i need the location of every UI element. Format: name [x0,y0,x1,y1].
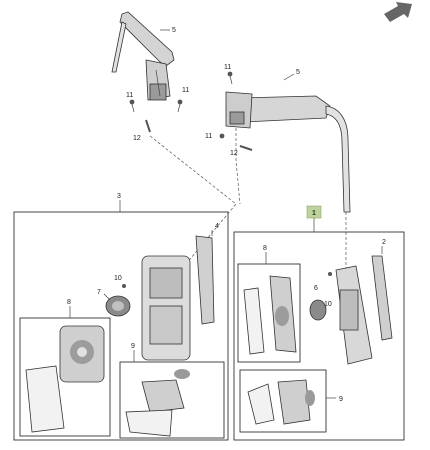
callout-10-right: 10 [324,301,332,308]
screw-11-top [227,71,233,85]
diagonal-arrow-icon[interactable] [384,2,412,22]
assembly-box-8-left [19,317,111,437]
mirror-backing-9-right [277,379,315,425]
callout-8-right: 8 [263,245,267,252]
callout-1: 1 [312,210,316,217]
screw-11-top-right [177,99,183,113]
callout-3: 3 [117,193,121,200]
motor-7 [105,295,131,317]
callout-12-left: 12 [133,135,141,142]
callout-6: 6 [314,285,318,292]
screw-10-right [328,272,332,276]
assembly-box-9-right [239,369,327,433]
callout-11-left-a: 11 [126,92,133,99]
screw-10-left [122,284,126,288]
assembly-box-3 [13,211,229,441]
motor-6 [309,299,327,321]
bolt-12-left [145,119,151,133]
mirror-glass-8 [25,365,65,433]
callout-9-left: 9 [131,343,135,350]
callout-7: 7 [97,289,101,296]
screw-11-right [219,133,225,139]
assembly-box-8-right [237,263,301,363]
mirror-backing-8 [59,325,105,383]
mirror-housing-right [335,265,373,365]
mirror-glass-9-left [125,409,173,437]
callout-9-right: 9 [339,396,343,403]
mirror-arm-right [225,91,351,213]
mirror-glass-9-right [247,383,275,425]
cover-4 [195,235,215,325]
cover-2 [371,255,393,341]
callout-5-top: 5 [172,27,176,34]
callout-11-right: 11 [205,133,212,140]
assembly-box-1 [233,231,405,441]
mirror-housing-left [141,255,191,361]
callout-5-right: 5 [296,69,300,76]
callout-8-left: 8 [67,299,71,306]
mirror-glass-8-right [243,287,265,355]
callout-4: 4 [215,223,219,230]
callout-10-left: 10 [114,275,122,282]
bolt-12-right [239,145,253,151]
screw-11-top-left [129,99,135,113]
callout-2: 2 [382,239,386,246]
callout-11-top: 11 [224,64,231,71]
mirror-arm-left [111,11,175,101]
mirror-backing-9-left [141,369,190,413]
mirror-backing-8-right [269,275,297,353]
callout-11-left-b: 11 [182,87,189,94]
callout-12-right: 12 [230,150,238,157]
assembly-box-9-left [119,361,225,439]
